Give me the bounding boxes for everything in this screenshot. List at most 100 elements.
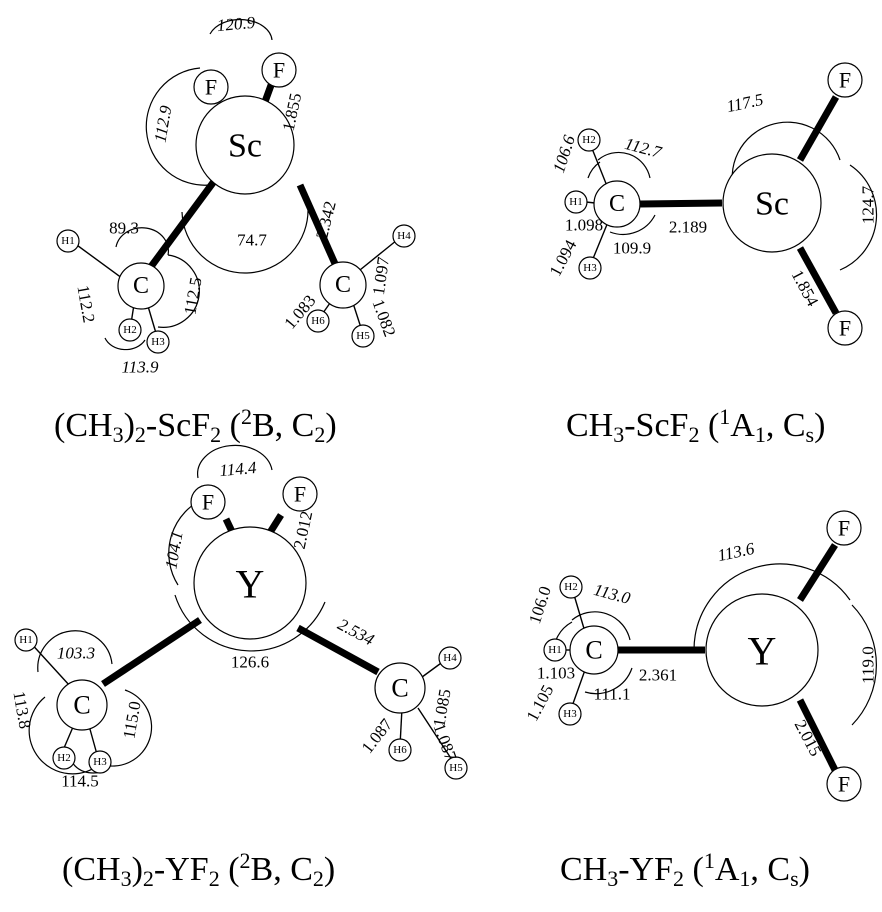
- atom-label: C: [609, 191, 625, 217]
- atom-label: H1: [19, 634, 32, 646]
- molecule-dimethyl-yf2: F F Y C C H1 H2 H3 H4 H5 H6 114.4 104.1 …: [9, 444, 468, 791]
- atom-f: [826, 766, 862, 802]
- atom-label: H6: [393, 744, 407, 756]
- angle-value: 112.7: [623, 134, 665, 162]
- angle-arc: [37, 630, 113, 673]
- angle-arc: [157, 254, 200, 328]
- atom-sc: [722, 153, 822, 253]
- atom-label: H6: [311, 315, 325, 327]
- atom-label: F: [839, 68, 851, 93]
- atom-y: [705, 593, 819, 707]
- bond-length: 2.012: [290, 509, 317, 550]
- atom-label: H3: [583, 262, 597, 274]
- angle-value: 120.9: [216, 13, 256, 35]
- atom-label: H2: [564, 581, 577, 593]
- atom-label: H3: [151, 336, 165, 348]
- atom-h: [564, 190, 588, 214]
- atom-c: [117, 262, 165, 310]
- angle-value: 103.3: [57, 644, 95, 663]
- atom-h: [578, 256, 602, 280]
- atom-label: Y: [236, 562, 265, 607]
- atom-h: [388, 738, 412, 762]
- bond-length: 2.342: [312, 199, 340, 241]
- angle-value: 104.1: [161, 530, 186, 571]
- angle-value: 106.0: [525, 584, 555, 626]
- atom-label: H2: [123, 324, 136, 336]
- caption-methyl-scf2: CH3-ScF2 (1A1, Cs): [566, 404, 826, 447]
- atom-h: [14, 628, 38, 652]
- atom-h: [444, 756, 468, 780]
- angle-arc: [174, 594, 326, 652]
- angle-arc: [209, 18, 273, 41]
- atom-f: [261, 52, 297, 88]
- atom-label: Sc: [755, 186, 789, 223]
- bond-sc-c: [296, 183, 340, 268]
- bond-length: 1.103: [537, 664, 575, 683]
- angle-value: 89.3: [109, 219, 139, 238]
- bond-sc-c: [147, 177, 218, 271]
- atom-h: [56, 229, 80, 253]
- bond-c-h: [417, 707, 457, 767]
- atom-sc: [195, 95, 295, 195]
- angle-value: 113.6: [716, 539, 757, 565]
- angle-arc: [28, 696, 101, 775]
- atom-label: Y: [748, 629, 777, 674]
- atom-label: C: [73, 691, 90, 720]
- angle-value: 115.0: [119, 700, 144, 740]
- atom-h: [52, 746, 76, 770]
- bond-sc-c: [639, 199, 723, 208]
- angle-arc: [145, 67, 211, 186]
- bond-sc-f: [796, 95, 840, 162]
- atom-h: [438, 646, 462, 670]
- bond-c-h: [27, 639, 71, 687]
- bond-c-h: [354, 235, 403, 275]
- atom-label: H2: [582, 134, 595, 146]
- atom-h: [306, 309, 330, 333]
- bond-length: 1.105: [523, 682, 558, 725]
- angle-value: 113.8: [9, 690, 34, 730]
- bond-length: 1.855: [279, 91, 306, 132]
- atom-h: [559, 575, 583, 599]
- atom-h: [558, 702, 582, 726]
- atom-label: H3: [563, 708, 577, 720]
- angle-value: 113.9: [122, 358, 159, 377]
- angle-arc: [587, 161, 601, 179]
- caption-dimethyl-yf2: (CH3)2-YF2 (2B, C2): [62, 848, 336, 891]
- atom-label: H5: [356, 330, 370, 342]
- atom-y: [193, 526, 307, 640]
- atom-f: [190, 484, 226, 520]
- bond-length: 2.534: [335, 615, 378, 650]
- bond-length: 1.097: [369, 255, 393, 296]
- atom-h: [543, 638, 567, 662]
- bond-sc-f: [796, 246, 840, 315]
- atom-c: [319, 261, 367, 309]
- bond-length: 2.189: [669, 218, 707, 237]
- bond-length: 2.361: [639, 666, 677, 685]
- bond-y-c: [101, 617, 202, 687]
- atom-label: Sc: [228, 128, 262, 165]
- caption-dimethyl-scf2: (CH3)2-ScF2 (2B, C2): [54, 404, 337, 447]
- atom-f: [282, 476, 318, 512]
- molecule-methyl-yf2: C Y F F H2 H1 H3 113.6 119.0 113.0 106.0…: [523, 510, 878, 802]
- angle-arc: [99, 689, 153, 767]
- angle-arc: [731, 121, 841, 196]
- atom-c: [593, 180, 641, 228]
- angle-value: 109.9: [613, 239, 651, 258]
- atom-label: H4: [443, 652, 457, 664]
- angle-value: 124.7: [859, 185, 878, 224]
- angle-value: 112.2: [73, 284, 98, 324]
- atom-label: F: [294, 482, 306, 507]
- atom-h: [146, 330, 170, 354]
- atom-h: [392, 224, 416, 248]
- angle-arc: [597, 151, 651, 179]
- molecule-dimethyl-scf2: F F Sc C C H1 H2 H3 H4 H5 H6 120.9 112.9…: [56, 13, 416, 377]
- atom-label: C: [133, 273, 149, 299]
- angle-arc: [584, 667, 633, 695]
- atom-f: [826, 510, 862, 546]
- atom-label: C: [335, 272, 351, 298]
- angle-arc: [197, 444, 273, 479]
- atom-label: C: [391, 674, 408, 703]
- molecule-methyl-scf2: C Sc F F H2 H1 H3 117.5 124.7 112.7 106.…: [546, 62, 878, 346]
- atom-c: [374, 662, 426, 714]
- atom-f: [193, 69, 229, 105]
